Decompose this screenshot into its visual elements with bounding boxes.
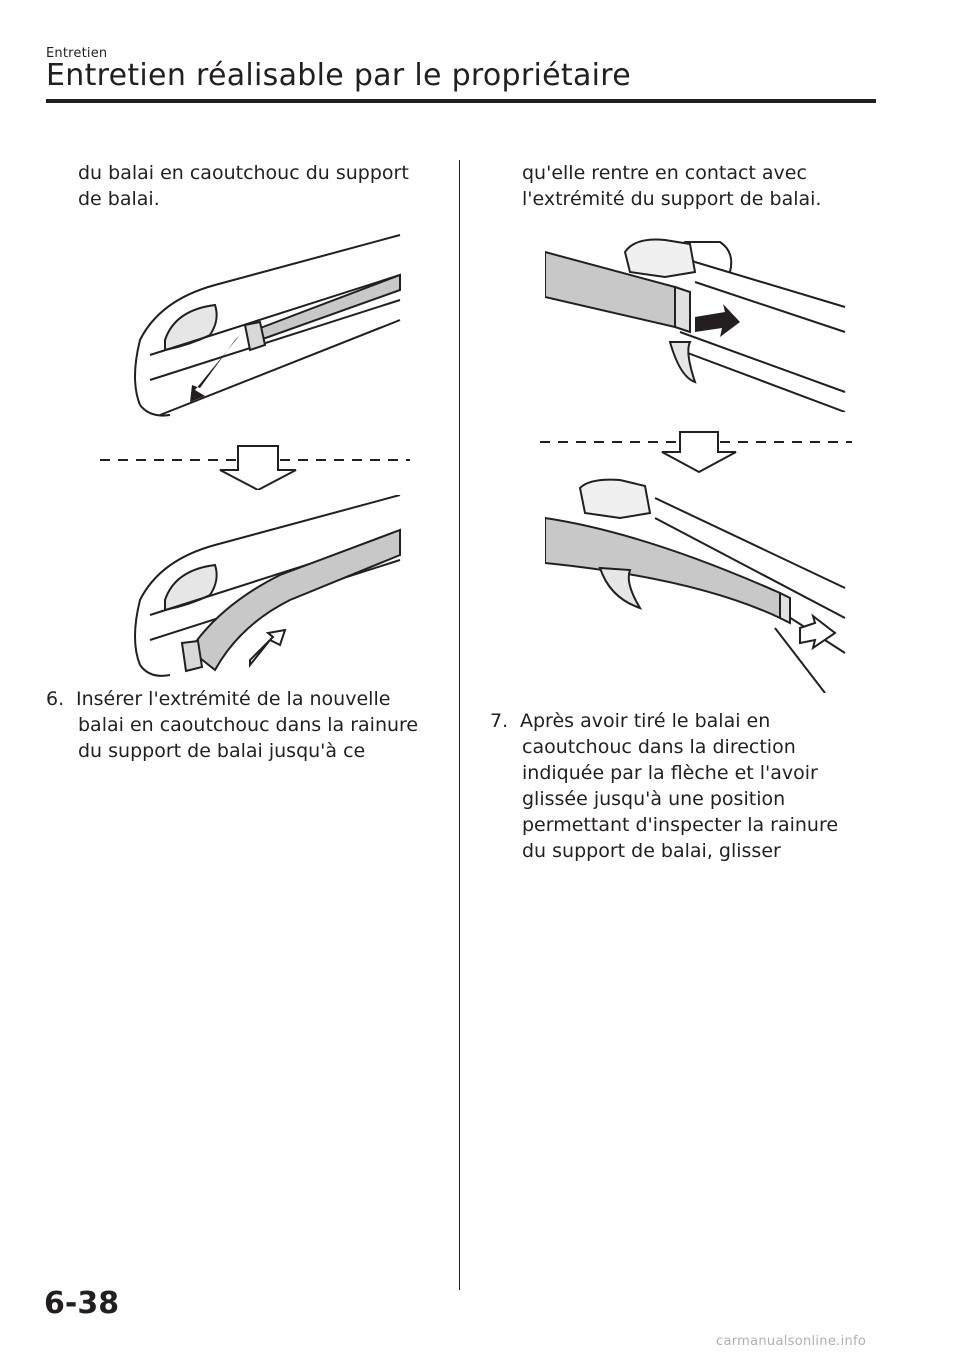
wiper-removal-illustration-top (134, 234, 401, 417)
page-title: Entretien réalisable par le propriétaire (46, 58, 632, 93)
section-label: Entretien (46, 46, 108, 61)
down-arrow-divider-right (540, 431, 852, 474)
step-7-line-6: du support de balai, glisser (522, 840, 781, 862)
left-continuation-text: du balai en caoutchouc du support de bal… (78, 160, 448, 212)
right-continuation-line-2: l'extrémité du support de balai. (522, 188, 822, 210)
step-7-line-1: Après avoir tiré le balai en (520, 710, 771, 732)
page-number: 6-38 (44, 1286, 120, 1321)
step-7-line-2: caoutchouc dans la direction (522, 736, 796, 758)
left-continuation-line-1: du balai en caoutchouc du support (78, 162, 409, 184)
left-continuation-line-2: de balai. (78, 188, 160, 210)
step-7-number: 7. (490, 710, 509, 732)
step-6-number: 6. (46, 688, 65, 710)
step-7-line-4: glissée jusqu'à une position (522, 788, 786, 810)
down-arrow-divider-left (100, 445, 410, 490)
title-rule (46, 99, 876, 103)
wiper-insert-illustration-bottom (134, 495, 401, 677)
column-divider (459, 160, 460, 1290)
step-6: 6. Insérer l'extrémité de la nouvelle ba… (46, 686, 446, 764)
step-6-line-3: du support de balai jusqu'à ce (78, 740, 366, 762)
step-7-line-5: permettant d'inspecter la rainure (522, 814, 839, 836)
step-7: 7. Après avoir tiré le balai en caoutcho… (490, 708, 880, 864)
right-continuation-line-1: qu'elle rentre en contact avec (522, 162, 807, 184)
watermark: carmanualsonline.info (716, 1334, 867, 1349)
blade-slide-illustration-top (545, 238, 846, 412)
step-7-line-3: indiquée par la flèche et l'avoir (522, 762, 818, 784)
right-continuation-text: qu'elle rentre en contact avec l'extrémi… (522, 160, 882, 212)
blade-slide-illustration-bottom (545, 478, 846, 693)
step-6-line-2: balai en caoutchouc dans la rainure (78, 714, 419, 736)
step-6-line-1: Insérer l'extrémité de la nouvelle (76, 688, 391, 710)
